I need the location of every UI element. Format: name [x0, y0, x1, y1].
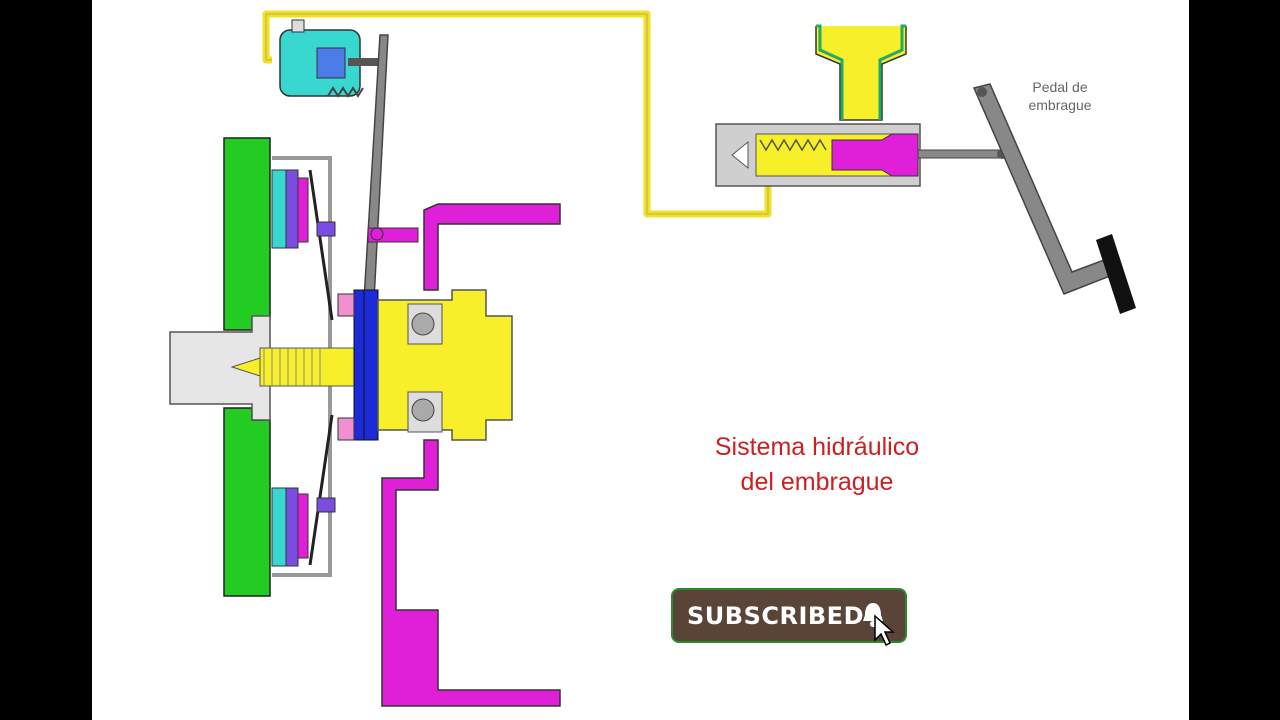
master-cylinder [715, 24, 921, 187]
clutch-disc-linings [271, 169, 309, 567]
bell-housing [381, 203, 561, 707]
title-line1: Sistema hidráulico [714, 433, 920, 461]
release-bearing [337, 289, 513, 441]
flywheel [223, 137, 271, 597]
diagram-stage: Pedal de embrague Sistema hidráulico del… [92, 0, 1189, 720]
pedal-label-line2: embrague [1028, 97, 1092, 113]
title-line2: del embrague [740, 468, 894, 496]
subscribe-label: SUBSCRIBED [687, 601, 864, 630]
hydraulic-clutch-diagram [169, 10, 1136, 707]
crankshaft [169, 315, 271, 421]
pedal-label: Pedal de embrague [1020, 78, 1100, 114]
pedal-label-line1: Pedal de [1032, 79, 1088, 95]
mouse-cursor-icon [874, 614, 895, 647]
slave-cylinder [279, 19, 378, 98]
release-fork [363, 34, 389, 301]
diagram-title: Sistema hidráulico del embrague [672, 430, 962, 500]
clutch-pedal [917, 83, 1136, 314]
input-shaft [230, 347, 371, 387]
subscribe-button[interactable]: SUBSCRIBED [671, 588, 907, 647]
diaphragm-spring [308, 169, 334, 566]
